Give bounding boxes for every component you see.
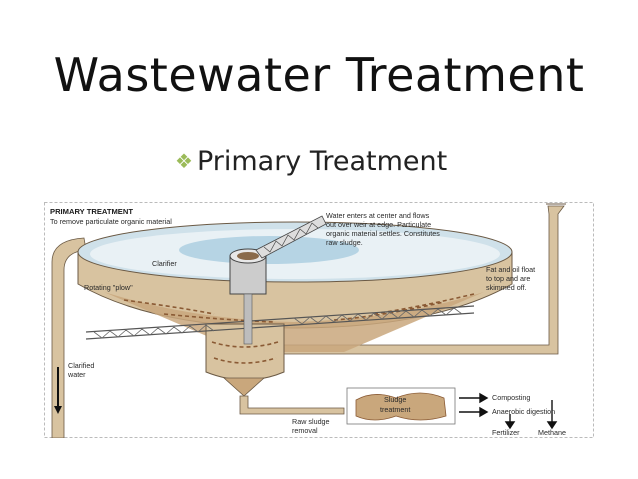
slide-title: Wastewater Treatment [53, 48, 585, 102]
raw-sludge-label-2: removal [292, 426, 318, 435]
center-inlet-column [229, 248, 267, 345]
fat-note-2: to top and are [486, 274, 530, 283]
output-composting: Composting [492, 393, 530, 402]
primary-treatment-diagram: Sludge treatment PRIMARY TREATMENT To re… [44, 202, 594, 438]
rotating-plow [85, 305, 475, 340]
raw-sludge-label-1: Raw sludge [292, 417, 330, 426]
output-methane: Methane [538, 428, 566, 437]
water-note-3: organic material settles. Constitutes [326, 229, 440, 238]
clarifier-tank [77, 221, 513, 352]
sludge-box-label-2: treatment [380, 405, 410, 414]
bullet-text: Primary Treatment [196, 146, 448, 177]
bridge-walkway [255, 215, 327, 259]
fat-note-3: skimmed off. [486, 283, 527, 292]
four-diamond-bullet-icon: ❖ [175, 149, 193, 173]
raw-sludge-pipe [239, 395, 345, 415]
clarified-label-2: water [67, 370, 86, 379]
clarified-label-1: Clarified [68, 361, 94, 370]
clarifier-label: Clarifier [152, 259, 177, 268]
fat-note-1: Fat and oil float [486, 265, 535, 274]
water-note-2: out over weir at edge. Particulate [326, 220, 431, 229]
water-note-4: raw sludge. [326, 238, 363, 247]
down-arrow-icon [54, 406, 62, 414]
diagram-subheading: To remove particulate organic material [50, 217, 172, 226]
sludge-treatment-box: Sludge treatment [346, 387, 456, 425]
output-fertilizer: Fertilizer [492, 428, 520, 437]
plow-label: Rotating "plow" [84, 283, 133, 292]
sludge-hopper [205, 323, 285, 397]
water-note-1: Water enters at center and flows [326, 211, 430, 220]
output-arrows [459, 392, 558, 430]
diagram-heading: PRIMARY TREATMENT [50, 207, 133, 216]
sludge-box-label-1: Sludge [384, 395, 406, 404]
bullet-item: ❖Primary Treatment [175, 146, 447, 177]
output-anaerobic: Anaerobic digestion [492, 407, 555, 416]
